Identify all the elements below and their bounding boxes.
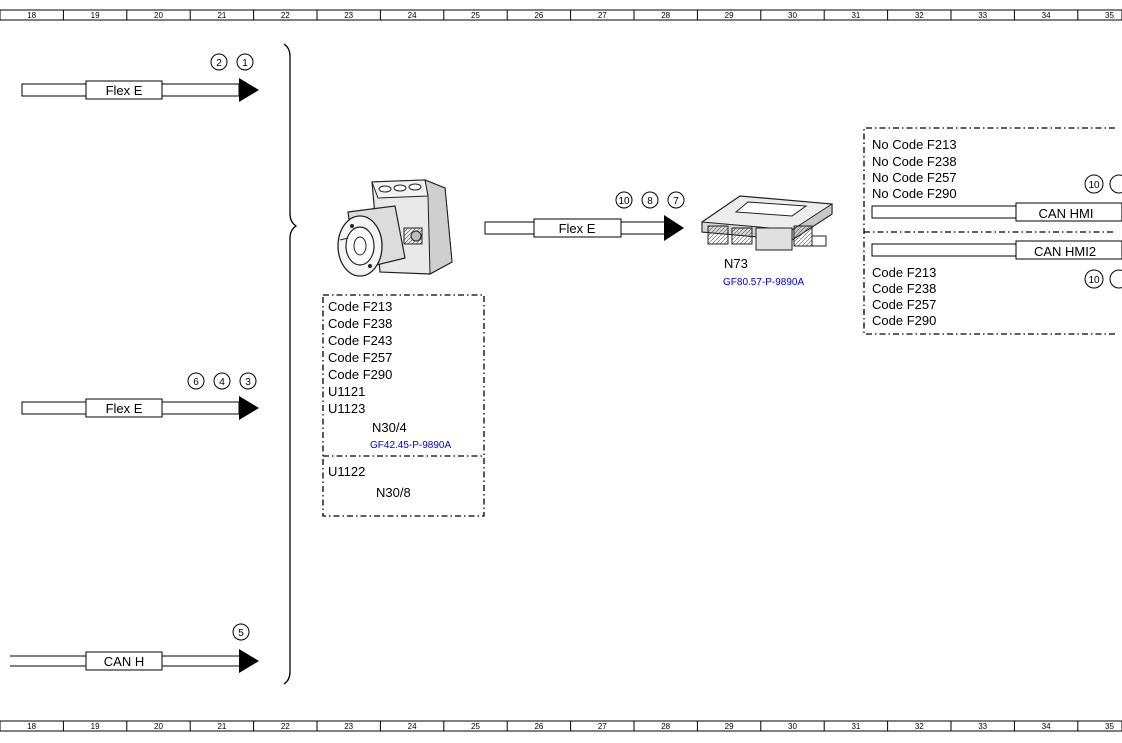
ruler-number: 31 xyxy=(851,722,860,731)
code-u1123: U1123 xyxy=(328,401,365,416)
marker-group: 10 xyxy=(1084,269,1122,289)
right-code-box: No Code F213 No Code F238 No Code F257 N… xyxy=(863,127,1115,335)
module-name-n30-8: N30/8 xyxy=(376,485,411,500)
ruler-number: 25 xyxy=(471,11,480,20)
ruler-number: 34 xyxy=(1042,722,1051,731)
ruler-number: 28 xyxy=(661,11,670,20)
ruler-number: 24 xyxy=(408,722,417,731)
ruler-number: 19 xyxy=(91,722,100,731)
arrow-right-icon xyxy=(239,78,259,102)
code-f213: Code F213 xyxy=(872,265,936,280)
ruler-number: 20 xyxy=(154,722,163,731)
no-code-f238: No Code F238 xyxy=(872,154,957,169)
can-hmi-connection[interactable]: CAN HMI 10 xyxy=(871,174,1122,222)
ruler-number: 18 xyxy=(27,11,36,20)
top-ruler: 18 19 20 21 22 23 24 25 26 27 28 29 30 31 32 33 34 35 xyxy=(0,9,1122,21)
ruler-number: 21 xyxy=(217,11,226,20)
ruler-number: 34 xyxy=(1042,11,1051,20)
n73-module-illustration xyxy=(701,195,833,251)
svg-text:8: 8 xyxy=(647,196,653,207)
code-f213: Code F213 xyxy=(328,299,392,314)
no-code-f257: No Code F257 xyxy=(872,170,957,185)
can-h-label: CAN H xyxy=(104,654,144,669)
svg-text:10: 10 xyxy=(1088,275,1100,286)
marker-group: 6 4 3 xyxy=(187,372,257,390)
code-u1121: U1121 xyxy=(328,384,365,399)
ruler-number: 28 xyxy=(661,722,670,731)
arrow-right-icon xyxy=(664,215,684,241)
can-hmi2-connection[interactable]: CAN HMI2 10 xyxy=(871,240,1122,289)
ruler-number: 32 xyxy=(915,11,924,20)
flex-e-connection-2[interactable]: Flex E 6 4 3 xyxy=(21,372,259,420)
svg-text:3: 3 xyxy=(245,377,251,388)
ruler-number: 29 xyxy=(725,11,734,20)
bottom-ruler: 18 19 20 21 22 23 24 25 26 27 28 29 30 31 32 33 34 35 xyxy=(0,720,1122,732)
ruler-number: 26 xyxy=(534,722,543,731)
ruler-number: 30 xyxy=(788,11,797,20)
marker-group: 10 xyxy=(1084,174,1122,194)
svg-text:10: 10 xyxy=(1088,180,1100,191)
code-f257: Code F257 xyxy=(328,350,392,365)
n30-module-illustration xyxy=(337,179,453,277)
ruler-number: 32 xyxy=(915,722,924,731)
marker-group: 5 xyxy=(232,623,250,641)
code-f238: Code F238 xyxy=(872,281,936,296)
svg-text:5: 5 xyxy=(238,628,244,639)
arrow-right-icon xyxy=(239,649,259,673)
ruler-number: 22 xyxy=(281,722,290,731)
marker-group: 2 1 xyxy=(210,53,254,71)
ruler-number: 29 xyxy=(725,722,734,731)
ruler-number: 27 xyxy=(598,722,607,731)
can-h-connection[interactable]: CAN H 5 xyxy=(10,623,259,673)
ruler-number: 31 xyxy=(851,11,860,20)
flex-e-label: Flex E xyxy=(559,221,596,236)
code-f238: Code F238 xyxy=(328,316,392,331)
no-code-f213: No Code F213 xyxy=(872,137,957,152)
code-f257: Code F257 xyxy=(872,297,936,312)
code-f290: Code F290 xyxy=(328,367,392,382)
ruler-number: 30 xyxy=(788,722,797,731)
code-f243: Code F243 xyxy=(328,333,392,348)
ruler-number: 21 xyxy=(217,722,226,731)
flex-e-label: Flex E xyxy=(106,401,143,416)
n30-module-box: Code F213 Code F238 Code F243 Code F257 … xyxy=(322,294,485,517)
code-f290: Code F290 xyxy=(872,313,936,328)
can-hmi2-label: CAN HMI2 xyxy=(1034,244,1096,259)
doc-link-gf80[interactable]: GF80.57-P-9890A xyxy=(723,277,804,288)
flex-e-label: Flex E xyxy=(106,83,143,98)
flex-e-connection-1[interactable]: Flex E 2 1 xyxy=(21,53,259,102)
ruler-number: 18 xyxy=(27,722,36,731)
ruler-number: 33 xyxy=(978,11,987,20)
ruler-number: 20 xyxy=(154,11,163,20)
ruler-number: 35 xyxy=(1105,722,1114,731)
svg-text:7: 7 xyxy=(673,196,679,207)
svg-text:6: 6 xyxy=(193,377,199,388)
svg-text:10: 10 xyxy=(618,196,630,207)
ruler-number: 23 xyxy=(344,722,353,731)
ruler-number: 23 xyxy=(344,11,353,20)
flex-e-connection-mid[interactable]: Flex E 10 8 7 xyxy=(484,191,685,241)
no-code-f290: No Code F290 xyxy=(872,186,957,201)
ruler-number: 33 xyxy=(978,722,987,731)
code-u1122: U1122 xyxy=(328,464,365,479)
ruler-number: 22 xyxy=(281,11,290,20)
ruler-number: 24 xyxy=(408,11,417,20)
ruler-number: 19 xyxy=(91,11,100,20)
marker-group: 10 8 7 xyxy=(615,191,685,209)
ruler-number: 25 xyxy=(471,722,480,731)
ruler-number: 35 xyxy=(1105,11,1114,20)
ruler-number: 26 xyxy=(534,11,543,20)
doc-link-gf42[interactable]: GF42.45-P-9890A xyxy=(370,440,451,451)
svg-text:4: 4 xyxy=(219,377,225,388)
module-name-n30-4: N30/4 xyxy=(372,420,407,435)
brace xyxy=(283,43,298,685)
ruler-number: 27 xyxy=(598,11,607,20)
svg-text:1: 1 xyxy=(242,58,248,69)
arrow-right-icon xyxy=(239,396,259,420)
can-hmi-label: CAN HMI xyxy=(1039,206,1094,221)
module-name-n73: N73 xyxy=(724,256,748,271)
svg-text:2: 2 xyxy=(216,58,222,69)
